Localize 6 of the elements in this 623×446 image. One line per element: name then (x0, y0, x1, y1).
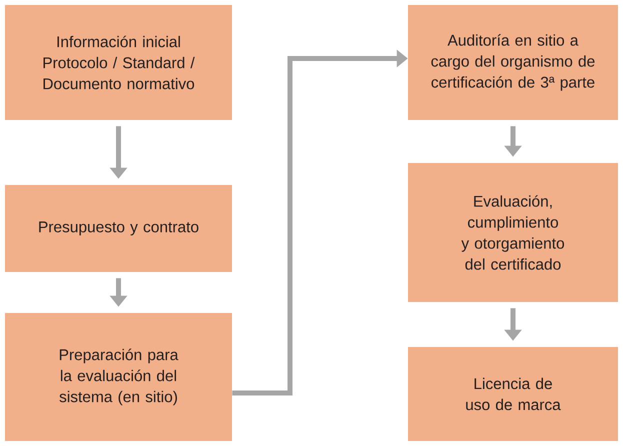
process-box: Auditoría en sitio a cargo del organismo de certificación de 3ª parte (408, 5, 618, 120)
process-box: Presupuesto y contrato (5, 184, 232, 272)
process-box: Licencia de uso de marca (408, 346, 618, 441)
process-box: Evaluación, cumplimiento y otorgamiento del certificado (408, 162, 618, 302)
process-box: Preparación para la evaluación del sistema (en sitio) (5, 312, 232, 441)
process-box: Información inicial Protocolo / Standard / Documento normativo (5, 5, 232, 120)
